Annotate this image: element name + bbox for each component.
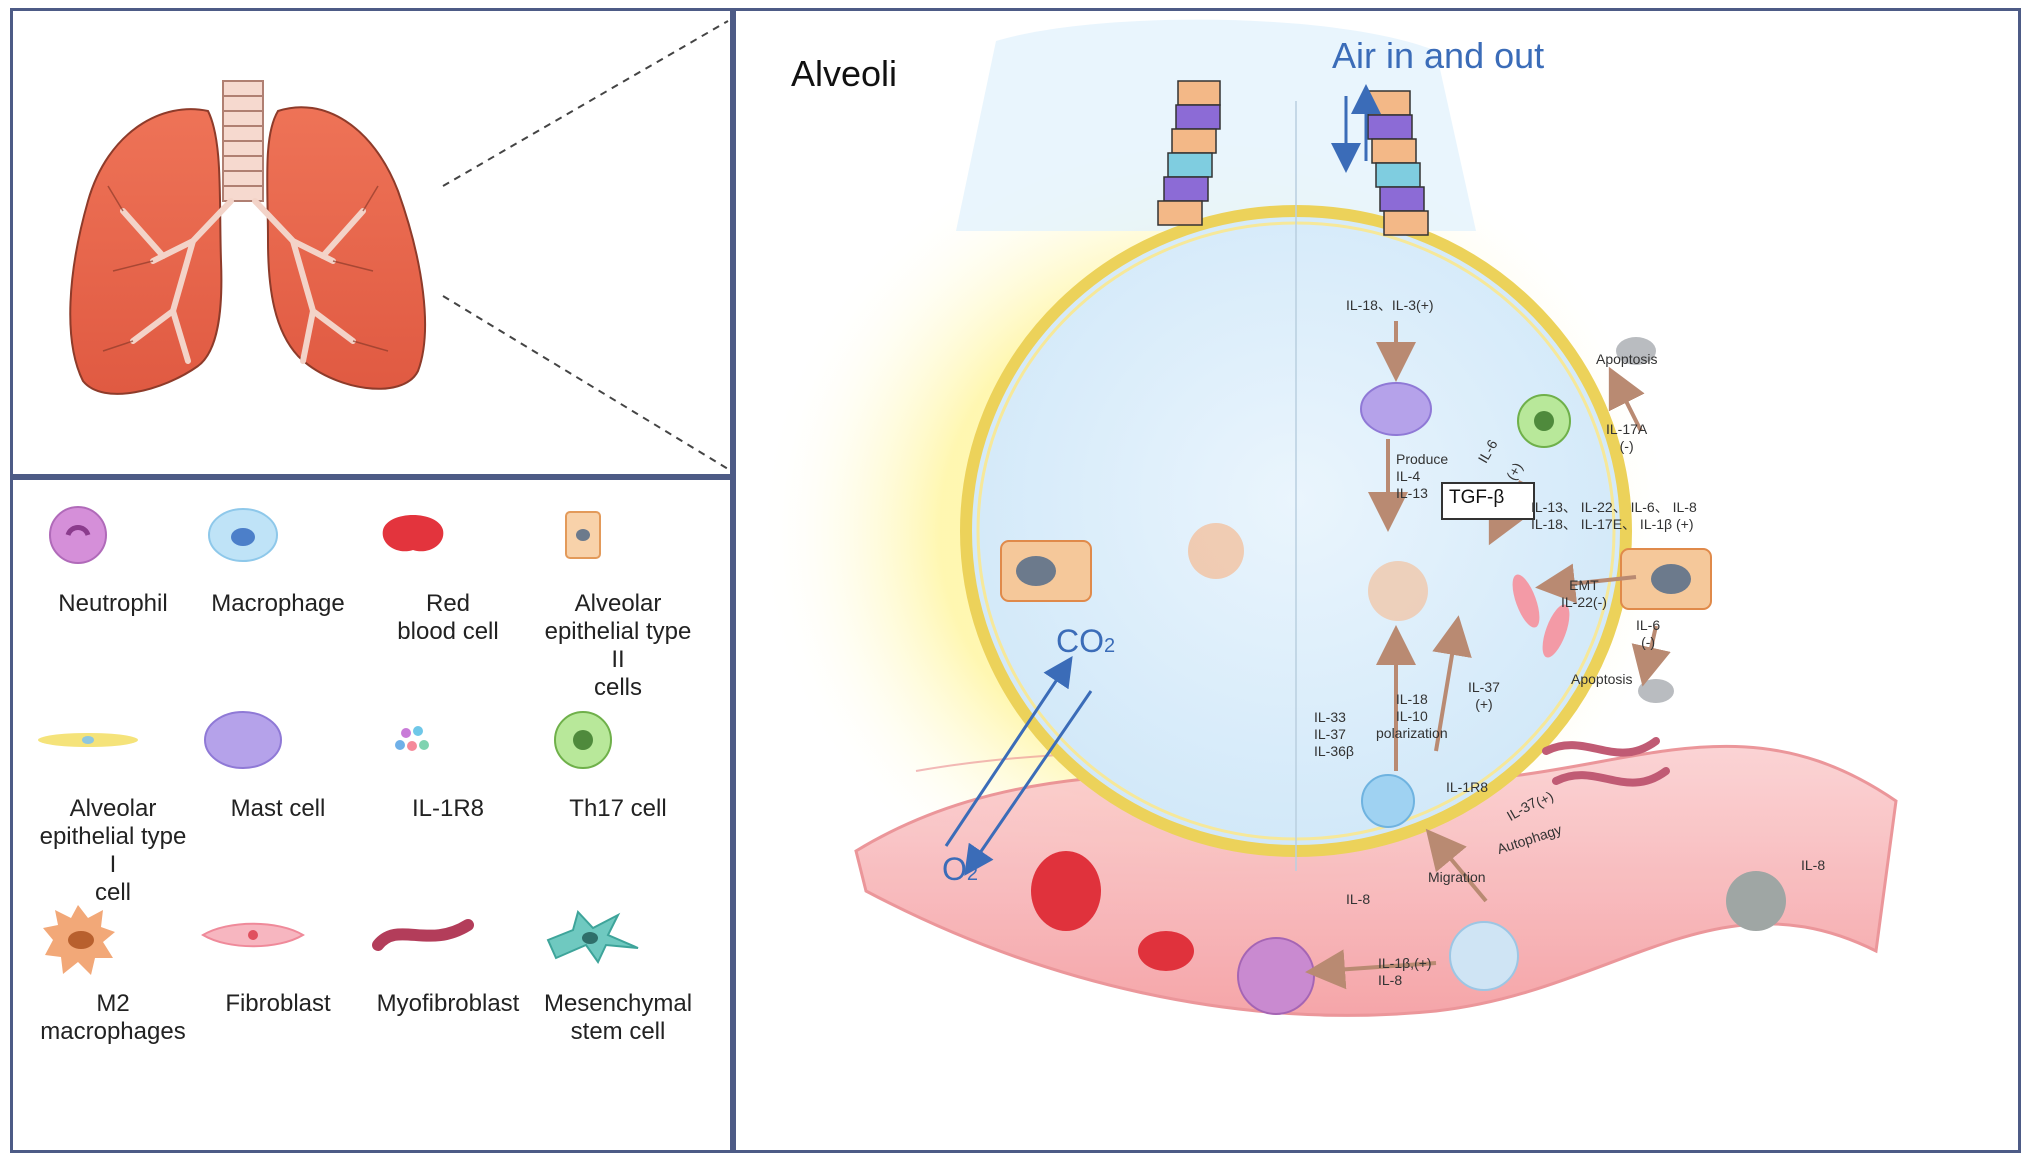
legend-item-myofibroblast: Myofibroblast xyxy=(368,900,528,1018)
mast-cell-icon xyxy=(198,705,358,795)
fibroblast xyxy=(1512,574,1540,628)
air-label: Air in and out xyxy=(1332,35,1545,76)
alveolar-epithelial-type-i-icon xyxy=(33,705,193,795)
legend-item-macrophage: Macrophage xyxy=(198,500,358,618)
apoptosis-top-label: Apoptosis xyxy=(1596,351,1658,367)
legend-label: Alveolar epithelial type I cell xyxy=(39,795,187,906)
il13-group-label: IL-13、 IL-22、 IL-6、 IL-8 IL-18、 IL-17E、 … xyxy=(1531,499,1697,532)
legend-item-m2-macrophage: M2 macrophages xyxy=(33,900,193,1046)
il18-il3-label: IL-18、IL-3(+) xyxy=(1346,297,1434,313)
o2-arrow xyxy=(964,690,1093,876)
red-blood-cell-small xyxy=(1138,931,1194,971)
legend-item-red-blood-cell: Red blood cell xyxy=(368,500,528,646)
migration-label: Migration xyxy=(1428,869,1486,885)
co2-label: CO2 xyxy=(1056,623,1116,659)
emt-label: EMT IL-22(-) xyxy=(1561,577,1607,610)
legend-label: Th17 cell xyxy=(569,795,667,822)
alveolar-epithelial-type-ii-icon xyxy=(538,500,698,590)
m2-macrophage-icon xyxy=(33,900,193,990)
legend-item-neutrophil: Neutrophil xyxy=(33,500,193,618)
co2-arrow xyxy=(944,656,1073,847)
legend-item-alveolar-epithelial-type-i: Alveolar epithelial type I cell xyxy=(33,705,193,907)
fibroblast-icon xyxy=(198,900,358,990)
zoom-line-top xyxy=(442,20,729,187)
alveolus-diagram xyxy=(756,19,1898,1017)
legend-item-alveolar-epithelial-type-ii: Alveolar epithelial type II cells xyxy=(538,500,698,702)
il17a-label: IL-17A (-) xyxy=(1606,421,1648,454)
il-1r8-icon xyxy=(368,705,528,795)
legend-label: Macrophage xyxy=(211,590,345,617)
neutrophil-in-vessel xyxy=(1237,937,1315,1015)
myofibroblast-icon xyxy=(368,900,528,990)
legend-label: M2 macrophages xyxy=(40,990,186,1045)
zoom-line-bottom xyxy=(442,295,729,470)
il18-il10-label: IL-18 IL-10 polarization xyxy=(1376,691,1448,741)
airway-epithelium-right xyxy=(1367,90,1429,236)
red-blood-cell-large xyxy=(1031,851,1101,931)
th17-cell-icon xyxy=(538,705,698,795)
legend-item-mesenchymal-stem-cell: Mesenchymal stem cell xyxy=(538,900,698,1046)
legend-label: Mast cell xyxy=(230,795,326,822)
m2-macrophage-center xyxy=(1368,561,1428,621)
macrophage-icon xyxy=(198,500,358,590)
macrophage-in-vessel xyxy=(1449,921,1519,991)
legend-item-il-1r8: IL-1R8 xyxy=(368,705,528,823)
legend-item-mast-cell: Mast cell xyxy=(198,705,358,823)
legend-label: Alveolar epithelial type II cells xyxy=(544,590,692,701)
il33-group-label: IL-33 IL-37 IL-36β xyxy=(1314,709,1354,759)
il37-plus-label: IL-37 (+) xyxy=(1468,679,1500,712)
airway-epithelium-left xyxy=(1157,80,1221,226)
apoptosis-mid-label: Apoptosis xyxy=(1571,671,1633,687)
legend-label: Fibroblast xyxy=(225,990,331,1017)
mesenchymal-stem-cell-in-vessel xyxy=(1726,871,1786,931)
myofibroblast xyxy=(1542,737,1660,757)
o2-label: O2 xyxy=(942,851,979,887)
m2-macrophage-left xyxy=(1188,523,1244,579)
apoptotic-cell-top xyxy=(1616,337,1656,365)
lung-illustration xyxy=(69,20,729,470)
legend-label: Mesenchymal stem cell xyxy=(543,990,693,1045)
produce-label: Produce IL-4 IL-13 xyxy=(1396,451,1449,501)
lung-panel xyxy=(10,8,733,477)
mast-cell xyxy=(1360,382,1432,436)
alveoli-panel: Alveoli Air in and out CO2 O2 TGF-β IL-1… xyxy=(733,8,2021,1153)
il8-left-label: IL-8 xyxy=(1346,891,1371,907)
tgf-beta-box xyxy=(1441,482,1535,520)
macrophage-in-alveolus xyxy=(1361,774,1415,828)
legend-label: Red blood cell xyxy=(397,590,499,645)
red-blood-cell-icon xyxy=(368,500,528,590)
right-lung xyxy=(266,106,426,390)
tgf-beta-label: TGF-β xyxy=(1449,487,1505,508)
mesenchymal-stem-cell-icon xyxy=(538,900,698,990)
apoptotic-cell-mid xyxy=(1638,679,1674,703)
bronchial-tree xyxy=(120,198,366,364)
trachea xyxy=(222,80,264,202)
left-lung xyxy=(69,108,223,395)
il6-neg-label: IL-6 (-) xyxy=(1636,617,1661,650)
il1b-il8-label: IL-1β,(+) IL-8 xyxy=(1378,955,1432,988)
legend-item-fibroblast: Fibroblast xyxy=(198,900,358,1018)
legend-label: Neutrophil xyxy=(58,590,168,617)
legend-label: IL-1R8 xyxy=(411,795,485,822)
legend-item-th17-cell: Th17 cell xyxy=(538,705,698,823)
il1r8-label: IL-1R8 xyxy=(1446,779,1489,795)
il8-right-label: IL-8 xyxy=(1801,857,1826,873)
neutrophil-icon xyxy=(33,500,193,590)
legend-label: Myofibroblast xyxy=(376,990,520,1017)
alveoli-title: Alveoli xyxy=(791,53,898,94)
